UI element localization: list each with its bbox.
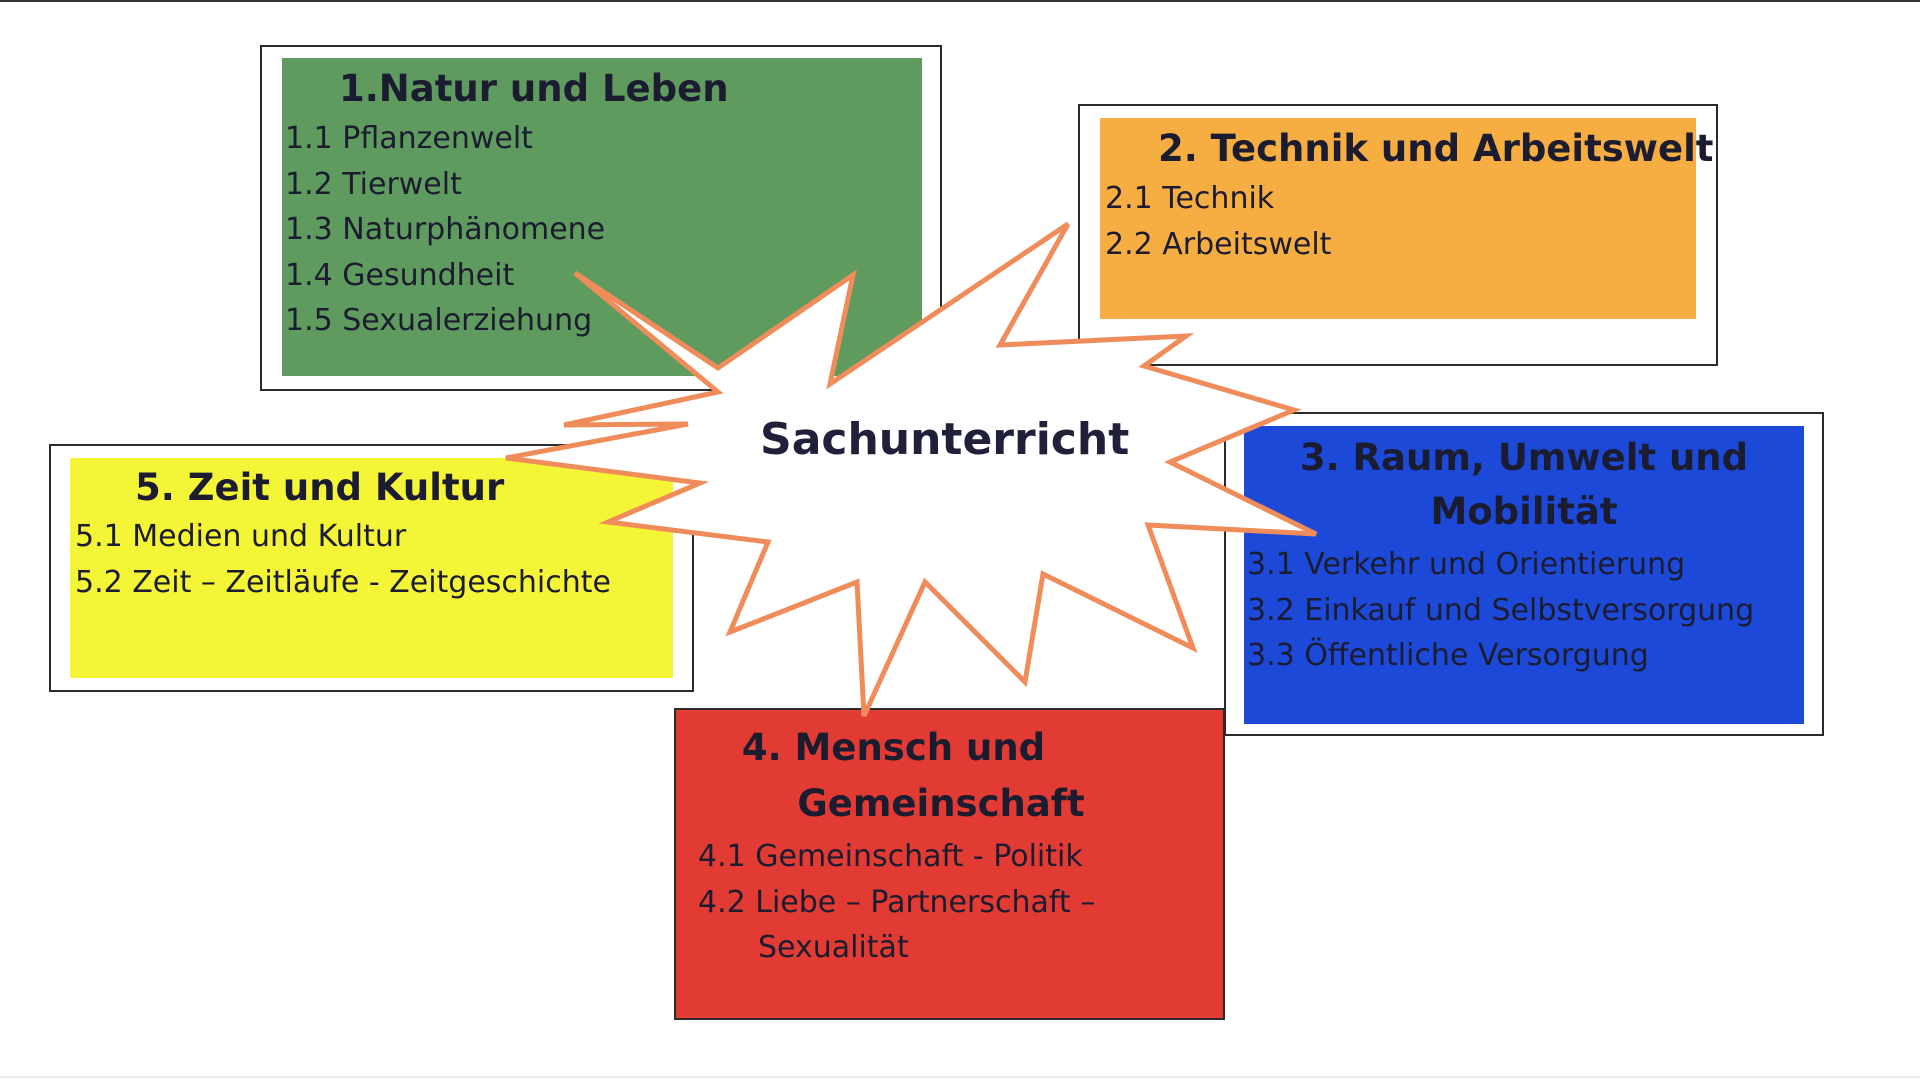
topic-list-zeit: 5.1 Medien und Kultur 5.2 Zeit – Zeitläu… xyxy=(75,514,611,605)
topic-list-mensch: 4.1 Gemeinschaft - Politik 4.2 Liebe – P… xyxy=(698,834,1095,971)
topic-list-technik: 2.1 Technik 2.2 Arbeitswelt xyxy=(1105,176,1331,267)
list-item: 1.4 Gesundheit xyxy=(285,257,515,293)
list-item: 4.2 Liebe – Partnerschaft – Sexualität xyxy=(698,880,1095,971)
topic-list-natur: 1.1 Pflanzenwelt 1.2 Tierwelt 1.3 Naturp… xyxy=(285,116,605,344)
topic-panel-zeit: 5. Zeit und Kultur 5.1 Medien und Kultur… xyxy=(70,458,673,678)
topic-list-raum: 3.1 Verkehr und Orientierung 3.2 Einkauf… xyxy=(1247,542,1754,679)
topic-heading-technik: 2. Technik und Arbeitswelt xyxy=(1158,127,1714,170)
list-item-line: Sexualität xyxy=(758,930,909,965)
list-item-line: 4.2 Liebe – Partnerschaft – xyxy=(698,884,1096,920)
list-item: 1.3 Naturphänomene xyxy=(285,212,606,247)
list-item: 1.1 Pflanzenwelt xyxy=(285,121,533,156)
topic-heading-raum-line2: Mobilität xyxy=(1430,490,1618,533)
list-item: 5.1 Medien und Kultur xyxy=(75,519,407,554)
list-item: 5.2 Zeit – Zeitläufe - Zeitgeschichte xyxy=(75,564,611,600)
topic-heading-raum-line1: 3. Raum, Umwelt und xyxy=(1299,436,1749,479)
topic-heading-natur: 1.Natur und Leben xyxy=(339,67,729,110)
list-item: 2.2 Arbeitswelt xyxy=(1105,226,1332,262)
list-item: 4.1 Gemeinschaft - Politik xyxy=(698,839,1083,874)
topic-heading-mensch-line1: 4. Mensch und xyxy=(741,726,1046,769)
center-title: Sachunterricht xyxy=(760,414,1130,465)
topic-panel-technik: 2. Technik und Arbeitswelt 2.1 Technik 2… xyxy=(1100,118,1713,319)
topic-heading-mensch-line2: Gemeinschaft xyxy=(797,782,1085,825)
topic-panel-raum: 3. Raum, Umwelt und Mobilität 3.1 Verkeh… xyxy=(1244,426,1804,724)
list-item: 2.1 Technik xyxy=(1105,181,1275,216)
topic-panel-natur: 1.Natur und Leben 1.1 Pflanzenwelt 1.2 T… xyxy=(282,58,922,376)
topic-panel-mensch: 4. Mensch und Gemeinschaft 4.1 Gemeinsch… xyxy=(676,710,1223,1018)
topic-heading-zeit: 5. Zeit und Kultur xyxy=(135,466,505,509)
bottom-border-line xyxy=(0,1076,1920,1078)
list-item: 3.2 Einkauf und Selbstversorgung xyxy=(1247,592,1755,628)
list-item: 1.2 Tierwelt xyxy=(285,166,462,202)
top-border-line xyxy=(0,0,1920,2)
list-item: 3.1 Verkehr und Orientierung xyxy=(1247,547,1686,582)
list-item: 1.5 Sexualerziehung xyxy=(285,303,593,338)
list-item: 3.3 Öffentliche Versorgung xyxy=(1247,638,1649,673)
